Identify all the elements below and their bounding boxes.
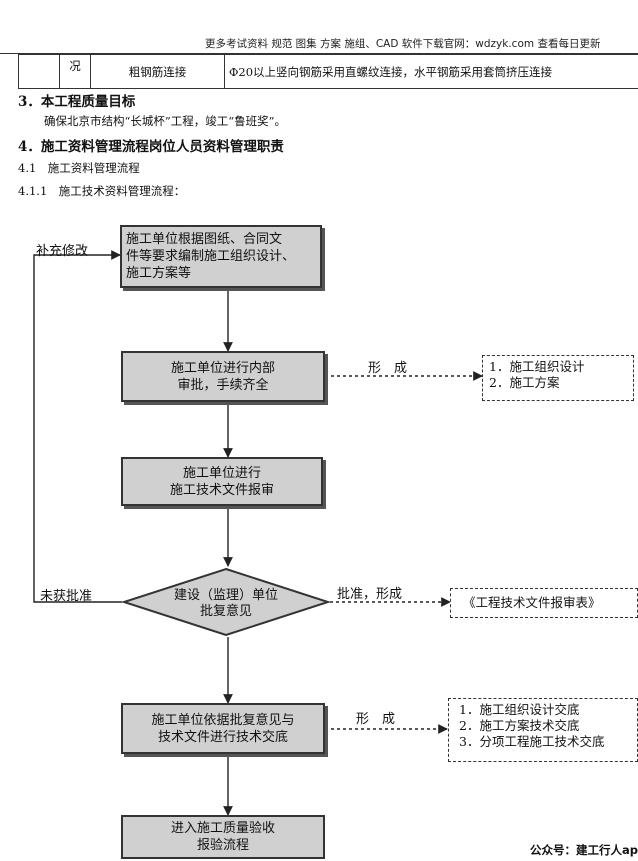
flow-box2-line2: 审批，手续齐全 [177,377,269,393]
label-form-2: 形 成 [356,712,396,727]
output-box-review-form: 《工程技术文件报审表》 [450,588,638,618]
output-box-briefings: 1．施工组织设计交底 2．施工方案技术交底 3．分项工程施工技术交底 [448,698,638,762]
flow-box3-line1: 施工单位进行 [182,465,261,481]
output-box-plans: 1．施工组织设计 2．施工方案 [482,355,634,401]
table-row: 况 粗钢筋连接 Φ20以上竖向钢筋采用直螺纹连接，水平钢筋采用套筒挤压连接 [18,54,638,89]
flow-box4-line1: 施工单位依据批复意见与 [151,712,295,728]
output1-line1: 1．施工组织设计 [489,359,585,374]
table-cell-status: 况 [59,54,91,89]
flow-box-quality-acceptance: 进入施工质量验收 报验流程 [121,815,325,859]
table-cell-empty [18,54,60,89]
flow-box-technical-briefing: 施工单位依据批复意见与 技术文件进行技术交底 [121,703,325,754]
flow-box4-line2: 技术文件进行技术交底 [157,729,288,745]
flow-diamond-approval [122,567,330,637]
output3-line2: 2．施工方案技术交底 [459,718,580,733]
output1-line2: 2．施工方案 [489,375,560,390]
flow-box3-line2: 施工技术文件报审 [169,482,274,498]
header-rule [0,53,638,54]
output2-line1: 《工程技术文件报审表》 [463,595,601,610]
flow-box1-line3: 施工方案等 [126,266,192,281]
flow-diamond-line2: 批复意见 [199,604,252,619]
subsection-4-1: 4.1 施工资料管理流程 [18,161,140,175]
output3-line3: 3．分项工程施工技术交底 [459,734,605,749]
page-header: 更多考试资料 规范 图集 方案 施组、CAD 软件下载官网：wdzyk.com … [205,38,601,50]
subsection-4-1-1: 4.1.1 施工技术资料管理流程： [18,184,186,198]
label-supplement: 补充修改 [36,244,89,259]
flow-diamond-line1: 建设（监理）单位 [173,588,278,603]
footer-watermark: 公众号：建工行人app [530,843,638,857]
flow-box1-line1: 施工单位根据图纸、合同文 [126,232,283,247]
flow-box2-line1: 施工单位进行内部 [170,360,275,376]
label-form-1: 形 成 [368,361,408,376]
flow-box5-line2: 报验流程 [196,838,249,853]
flow-box-internal-approval: 施工单位进行内部 审批，手续齐全 [121,351,325,402]
section-3-body: 确保北京市结构“长城杯”工程，竣工“鲁班奖”。 [44,114,287,128]
section-4-title: 4．施工资料管理流程岗位人员资料管理职责 [18,139,284,155]
section-3-title: 3．本工程质量目标 [18,94,136,110]
label-rejected: 未获批准 [40,589,93,604]
arrow-feedback-loop [33,250,122,603]
flow-box1-line2: 件等要求编制施工组织设计、 [126,249,296,264]
flow-diamond-text: 建设（监理）单位 批复意见 [160,588,292,620]
table-cell-item: 粗钢筋连接 [90,54,225,89]
output3-line1: 1．施工组织设计交底 [459,702,580,717]
info-table: 况 粗钢筋连接 Φ20以上竖向钢筋采用直螺纹连接，水平钢筋采用套筒挤压连接 [18,54,638,89]
table-cell-detail: Φ20以上竖向钢筋采用直螺纹连接，水平钢筋采用套筒挤压连接 [224,54,638,89]
flow-box-prepare-plan: 施工单位根据图纸、合同文 件等要求编制施工组织设计、 施工方案等 [120,225,322,288]
label-approved: 批准，形成 [337,587,403,602]
flow-box5-line1: 进入施工质量验收 [170,821,275,836]
flow-box-submit-review: 施工单位进行 施工技术文件报审 [121,457,323,506]
